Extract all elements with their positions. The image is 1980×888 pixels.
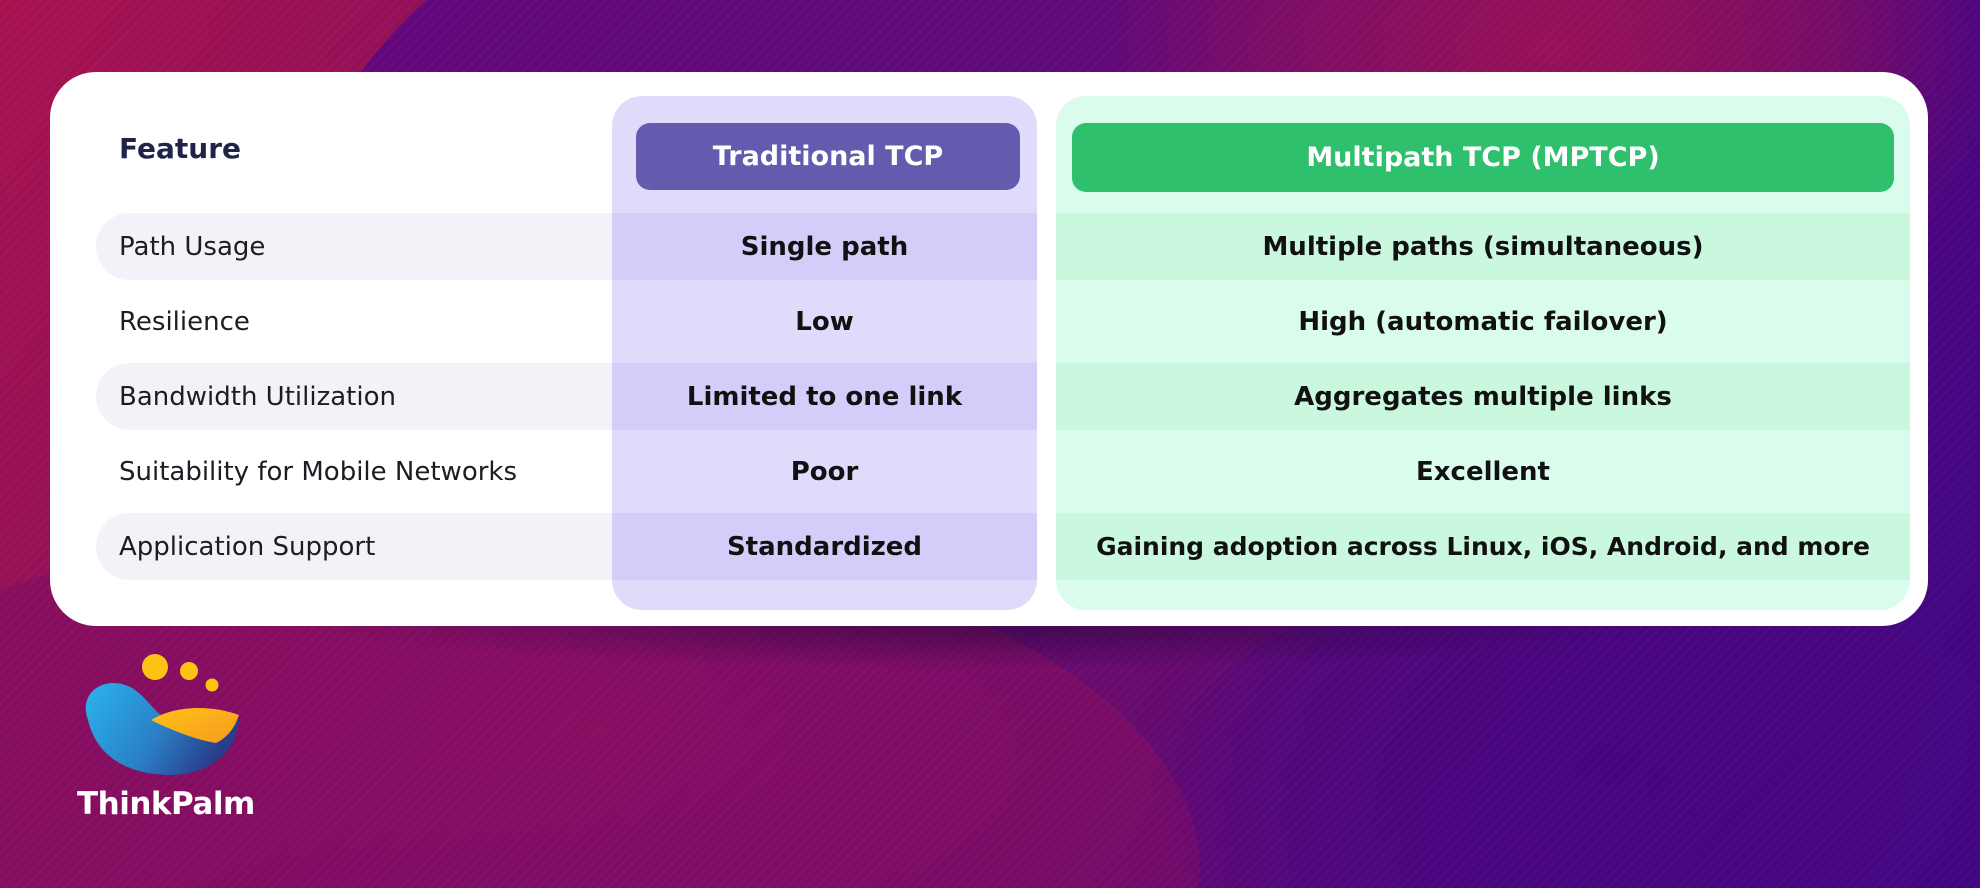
- mptcp-column-header: Multipath TCP (MPTCP): [1072, 123, 1894, 192]
- tcp-cell: Limited to one link: [612, 363, 1037, 430]
- table-row: Suitability for Mobile Networks Poor Exc…: [96, 438, 1910, 505]
- feature-label: Suitability for Mobile Networks: [119, 456, 518, 487]
- tcp-cell: Poor: [790, 456, 859, 487]
- thinkpalm-logo-icon: [85, 654, 239, 775]
- tcp-column-header: Traditional TCP: [636, 123, 1020, 190]
- tcp-cell: Low: [795, 306, 854, 337]
- mptcp-cell: Gaining adoption across Linux, iOS, Andr…: [1056, 513, 1910, 580]
- tcp-cell: Standardized: [612, 513, 1037, 580]
- brand-name: ThinkPalm: [77, 786, 255, 822]
- table-row: Bandwidth Utilization Limited to one lin…: [96, 363, 1910, 430]
- table-row: Resilience Low High (automatic failover): [96, 288, 1910, 355]
- feature-label: Resilience: [119, 306, 250, 337]
- mptcp-cell: Excellent: [1416, 456, 1550, 487]
- mptcp-cell: Multiple paths (simultaneous): [1056, 213, 1910, 280]
- feature-column-header: Feature: [119, 132, 241, 165]
- tcp-cell: Single path: [612, 213, 1037, 280]
- feature-label: Bandwidth Utilization: [96, 363, 612, 430]
- mptcp-cell: Aggregates multiple links: [1056, 363, 1910, 430]
- comparison-table-card: Traditional TCP Multipath TCP (MPTCP) Fe…: [50, 72, 1928, 626]
- mptcp-cell: High (automatic failover): [1298, 306, 1668, 337]
- table-row: Application Support Standardized Gaining…: [96, 513, 1910, 580]
- table-row: Path Usage Single path Multiple paths (s…: [96, 213, 1910, 280]
- feature-label: Path Usage: [96, 213, 612, 280]
- feature-label: Application Support: [96, 513, 612, 580]
